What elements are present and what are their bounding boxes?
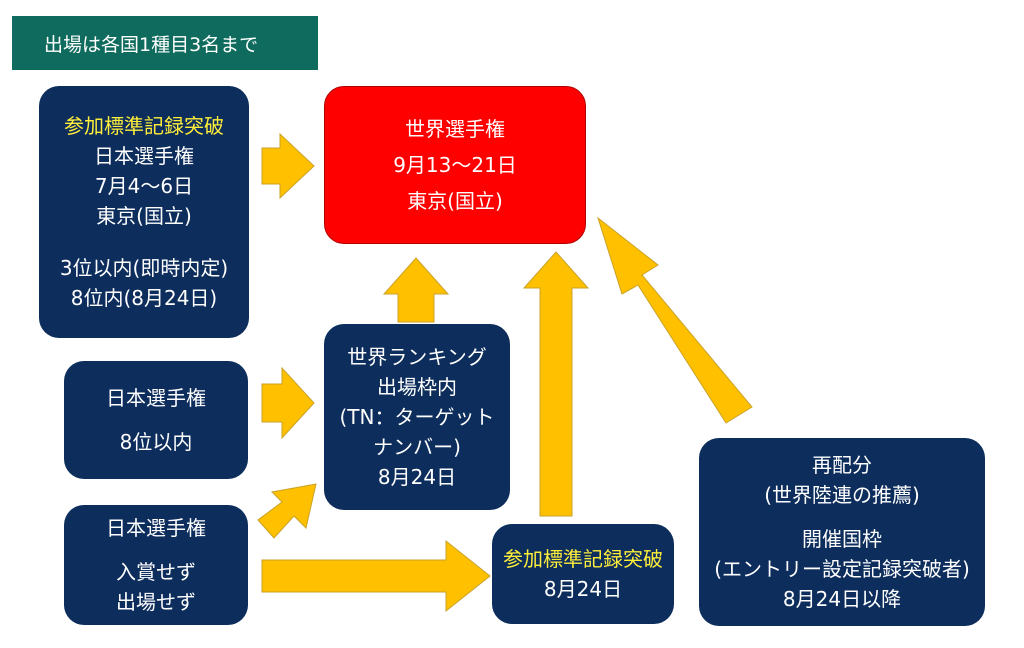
node-reallocation-line-5: 8月24日以降 [782, 587, 902, 611]
node-jp-champs-top8: 日本選手権 8位以内 [64, 361, 248, 479]
node-reallocation-line-4: (エントリー設定記録突破者) [714, 557, 970, 581]
node-jp-champs-top8-line-2: 8位以内 [119, 430, 193, 454]
node-jp-champs-none-line-2: 入賞せず [116, 560, 196, 584]
node-jp-champs-none-line-3: 出場せず [116, 590, 196, 614]
node-reallocation: 再配分 (世界陸連の推薦) 開催国枠 (エントリー設定記録突破者) 8月24日以… [699, 438, 985, 626]
node-jp-champs-line-5: 8位内(8月24日) [70, 286, 218, 310]
node-entry-standard-highlight: 参加標準記録突破 [503, 547, 663, 571]
node-world-champs-line-2: 9月13～21日 [393, 153, 517, 177]
node-jp-champs-line-3: 東京(国立) [96, 204, 192, 228]
node-jp-champs-line-1: 日本選手権 [94, 144, 194, 168]
node-entry-standard-line: 8月24日 [543, 577, 623, 601]
node-jp-champs-line-2: 7月4～6日 [94, 174, 194, 198]
arrow-none-to-standard [261, 539, 491, 613]
node-world-ranking-line-4: ナンバー) [373, 435, 461, 459]
arrow-jpchamps-to-worldchamps [261, 132, 315, 200]
arrow-standard-to-worldchamps [522, 251, 590, 517]
node-jp-champs: 参加標準記録突破 日本選手権 7月4～6日 東京(国立) 3位以内(即時内定) … [39, 86, 249, 338]
node-jp-champs-top8-line-1: 日本選手権 [106, 386, 206, 410]
node-jp-champs-none: 日本選手権 入賞せず 出場せず [64, 505, 248, 625]
arrow-realloc-to-worldchamps [597, 216, 753, 424]
node-jp-champs-line-4: 3位以内(即時内定) [59, 256, 229, 280]
node-world-ranking-line-3: (TN：ターゲット [339, 405, 495, 429]
node-world-champs: 世界選手権 9月13～21日 東京(国立) [324, 86, 586, 244]
node-jp-champs-highlight: 参加標準記録突破 [64, 114, 224, 138]
node-world-champs-line-1: 世界選手権 [405, 117, 505, 141]
page-title: 出場は各国1種目3名まで [12, 16, 318, 70]
node-entry-standard: 参加標準記録突破 8月24日 [492, 524, 674, 624]
page-title-text: 出場は各国1種目3名まで [44, 33, 259, 56]
node-reallocation-line-3: 開催国枠 [802, 527, 882, 551]
node-reallocation-line-1: 再配分 [812, 453, 872, 477]
arrow-none-to-ranking [257, 483, 317, 539]
node-world-ranking: 世界ランキング 出場枠内 (TN：ターゲット ナンバー) 8月24日 [324, 324, 510, 510]
node-world-ranking-line-2: 出場枠内 [377, 375, 457, 399]
arrow-top8-to-ranking [261, 366, 315, 440]
node-reallocation-line-2: (世界陸連の推薦) [764, 483, 920, 507]
node-world-ranking-line-1: 世界ランキング [347, 345, 487, 369]
node-world-champs-line-3: 東京(国立) [407, 189, 503, 213]
node-jp-champs-none-line-1: 日本選手権 [106, 516, 206, 540]
node-world-ranking-line-5: 8月24日 [377, 465, 457, 489]
arrow-ranking-to-worldchamps [382, 257, 450, 323]
